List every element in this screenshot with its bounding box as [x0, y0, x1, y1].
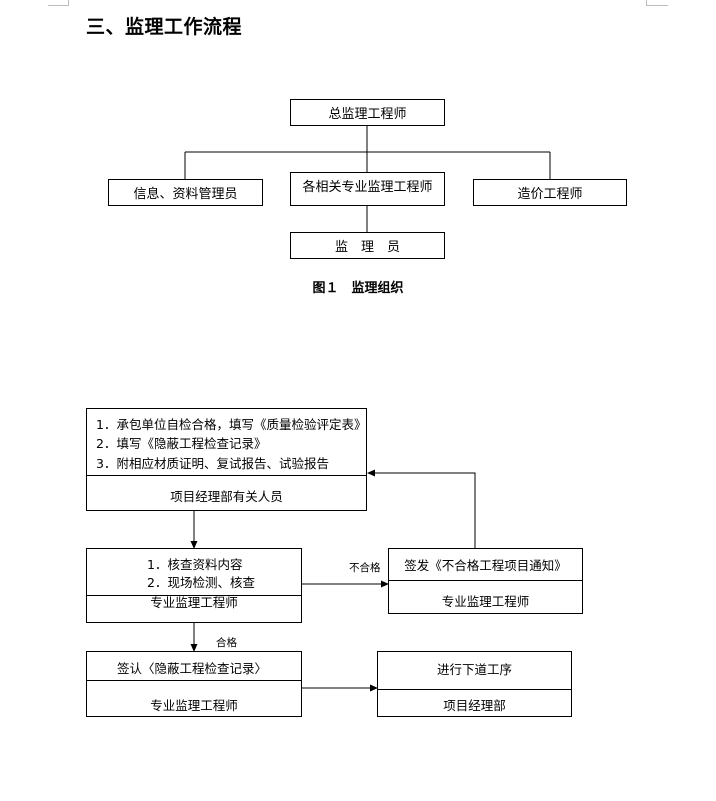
- flow-start-line-1: 1．承包单位自检合格，填写《质量检验评定表》: [96, 417, 367, 432]
- org-box-specialist-engineers-label: 各相关专业监理工程师: [302, 180, 433, 195]
- flow-next-title: 进行下道工序: [436, 662, 512, 677]
- org-box-cost-engineer: 造价工程师: [473, 179, 627, 206]
- org-box-specialist-engineers: 各相关专业监理工程师: [290, 172, 445, 206]
- flow-start-line-2: 2．填写《隐蔽工程检查记录》: [96, 436, 267, 451]
- figure-caption: 图１ 监理组织: [312, 281, 404, 296]
- org-box-supervisor: 监 理 员: [290, 232, 445, 259]
- flow-box-review: 1．核查资料内容 2．现场检测、核查 专业监理工程师: [86, 548, 302, 623]
- org-box-chief-engineer: 总监理工程师: [290, 99, 445, 126]
- page-corner-mark-left-h: [48, 5, 69, 6]
- label-not-qualified: 不合格: [349, 562, 381, 574]
- flow-sign-title: 签认〈隐蔽工程检查记录〉: [117, 661, 268, 676]
- flow-box-self-inspection: 1．承包单位自检合格，填写《质量检验评定表》 2．填写《隐蔽工程检查记录》 3．…: [86, 408, 367, 511]
- flow-check-owner: 专业监理工程师: [150, 595, 238, 610]
- label-qualified: 合格: [216, 637, 237, 649]
- flow-next-divider: [378, 689, 571, 690]
- arrow-reject-to-start: [367, 469, 476, 548]
- flow-reject-title: 签发《不合格工程项目通知》: [404, 558, 567, 573]
- flow-start-divider: [87, 475, 366, 476]
- org-box-chief-engineer-label: 总监理工程师: [328, 107, 407, 122]
- flow-box-non-conformance-notice: 签发《不合格工程项目通知》 专业监理工程师: [388, 548, 583, 614]
- flow-box-sign-record: 签认〈隐蔽工程检查记录〉 专业监理工程师: [86, 651, 302, 717]
- flow-reject-divider: [389, 580, 582, 581]
- org-box-info-manager: 信息、资料管理员: [108, 179, 263, 206]
- page-corner-mark-left: [68, 0, 69, 6]
- org-box-supervisor-label: 监 理 员: [334, 240, 400, 255]
- flow-next-owner: 项目经理部: [443, 698, 506, 713]
- org-box-cost-engineer-label: 造价工程师: [517, 187, 583, 202]
- flow-check-divider: [87, 595, 301, 596]
- flow-reject-owner: 专业监理工程师: [441, 594, 530, 609]
- page-corner-mark-right-h: [646, 5, 668, 6]
- flow-sign-divider: [87, 680, 301, 681]
- flow-start-owner: 项目经理部有关人员: [170, 489, 283, 504]
- flow-sign-owner: 专业监理工程师: [150, 698, 238, 713]
- org-box-info-manager-label: 信息、资料管理员: [133, 187, 238, 202]
- flow-box-next-process: 进行下道工序 项目经理部: [377, 651, 572, 717]
- flow-check-line-1: 1．核查资料内容: [147, 557, 243, 572]
- page-corner-mark-right: [646, 0, 647, 6]
- flow-start-line-3: 3．附相应材质证明、复试报告、试验报告: [96, 456, 329, 471]
- flow-check-line-2: 2．现场检测、核查: [147, 575, 255, 590]
- section-heading: 三、监理工作流程: [86, 16, 243, 38]
